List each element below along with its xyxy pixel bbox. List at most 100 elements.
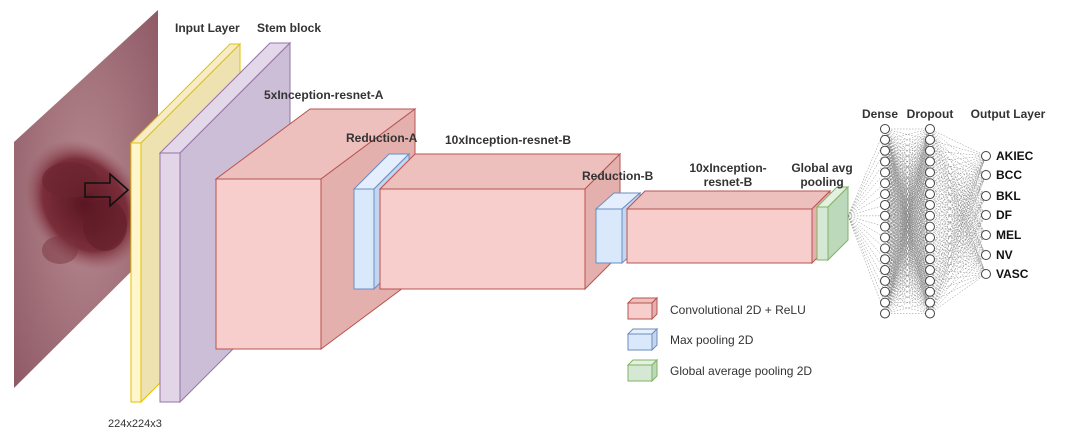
dropout-to-output-edge [929,155,987,173]
dropout-to-output-edge [929,155,987,162]
dense-to-dropout-edge [884,161,931,303]
dropout-to-output-edge [929,193,987,197]
dense-node [880,308,890,319]
dropout-to-output-edge [929,193,987,216]
dropout-to-output-edge [929,172,987,236]
gap-to-dense-edge [847,193,886,217]
dense-node [880,210,890,221]
dropout-to-output-edge [929,195,987,292]
dense-to-dropout-edge [884,204,931,292]
global-pool-label-line2: pooling [800,175,843,189]
dropout-to-output-edge [929,214,987,314]
dropout-to-output-edge [929,161,987,216]
dense-node [880,156,890,167]
dense-to-dropout-edge [884,183,931,303]
dropout-to-output-edge [929,214,987,217]
dropout-to-output-edge [929,139,987,275]
dropout-to-output-edge [929,139,987,236]
legend-label-conv: Convolutional 2D + ReLU [670,303,806,317]
dropout-to-output-edge [929,195,987,206]
dense-to-dropout-edge [884,269,931,314]
dense-node [880,221,890,232]
dropout-to-output-edge [929,128,987,197]
output-class-label-bcc: BCC [996,168,1022,182]
gap-to-dense-edge [847,161,886,217]
legend-item-maxpool: Max pooling 2D [626,327,754,352]
legend-item-gap: Global average pooling 2D [626,358,812,383]
dropout-to-output-edge [929,204,987,256]
dropout-to-output-edge [929,183,987,236]
dropout-to-output-edge [929,174,987,303]
dropout-to-output-edge [929,214,987,238]
dropout-to-output-edge [929,234,987,292]
dense-node [880,243,890,254]
output-node [981,210,991,220]
dropout-to-output-edge [929,139,987,216]
dropout-to-output-edge [929,234,987,303]
dropout-to-output-edge [929,155,987,238]
dropout-node [925,167,935,178]
inception-resnet-b2-label-line2: resnet-B [704,175,753,189]
dropout-to-output-edge [929,174,987,271]
global-pool-label-line1: Global avg [791,161,852,175]
dropout-to-output-edge [929,139,987,157]
dropout-to-output-edge [929,254,987,303]
dense-to-dropout-edge [884,161,931,195]
output-layer-label: Output Layer [971,107,1046,121]
dropout-node [925,189,935,200]
dropout-to-output-edge [929,195,987,282]
output-node [981,250,991,260]
dropout-node [925,210,935,221]
dropout-node [925,156,935,167]
dense-to-dropout-edge [884,128,931,162]
output-class-label-mel: MEL [996,228,1021,242]
dense-to-dropout-edge [884,172,931,314]
dense-node [880,286,890,297]
dropout-to-output-edge [929,204,987,216]
dropout-to-output-edge [929,174,987,227]
output-class-label-bkl: BKL [996,189,1021,203]
dropout-node [925,199,935,210]
dense-node [880,167,890,178]
inception-resnet-a-label: 5xInception-resnet-A [264,88,384,102]
stem-block-label: Stem block [257,21,321,35]
legend-label-maxpool: Max pooling 2D [670,333,754,347]
dropout-to-output-edge [929,214,987,303]
dropout-to-output-edge [929,215,987,236]
inception-resnet-b2-block [625,189,832,265]
dense-to-dropout-edge [884,280,931,314]
dropout-node [925,265,935,276]
output-node [981,230,991,240]
legend: Convolutional 2D + ReLU Max pooling 2D G… [626,296,812,383]
dropout-to-output-edge [929,155,987,271]
gap-to-dense-edge [847,215,886,292]
dropout-node [925,221,935,232]
legend-swatch-maxpool [627,333,653,351]
dropout-to-output-edge [929,234,987,249]
dropout-to-output-edge [929,273,987,314]
dropout-to-output-edge [929,150,987,197]
output-node [981,191,991,201]
dropout-to-output-edge [929,234,987,314]
dropout-to-output-edge [929,128,987,236]
dropout-to-output-edge [929,214,987,249]
dense-to-dropout-edge [884,139,931,260]
dense-to-dropout-edge [884,139,931,281]
gap-to-dense-edge [847,139,886,217]
dense-to-dropout-edge [884,172,931,314]
legend-swatch-conv [627,302,653,320]
dropout-to-output-edge [929,226,987,275]
dropout-node [925,134,935,145]
dense-node [880,265,890,276]
dense-node [880,297,890,308]
dropout-to-output-edge [929,214,987,271]
output-node [981,269,991,279]
dropout-to-output-edge [929,214,987,282]
dense-to-dropout-edge [884,139,931,292]
dropout-to-output-edge [929,195,987,217]
dropout-to-output-edge [929,174,987,195]
dropout-to-output-edge [929,214,987,227]
dense-to-dropout-edge [884,150,931,292]
dense-to-dropout-edge [884,128,931,271]
gap-to-dense-edge [847,215,886,282]
